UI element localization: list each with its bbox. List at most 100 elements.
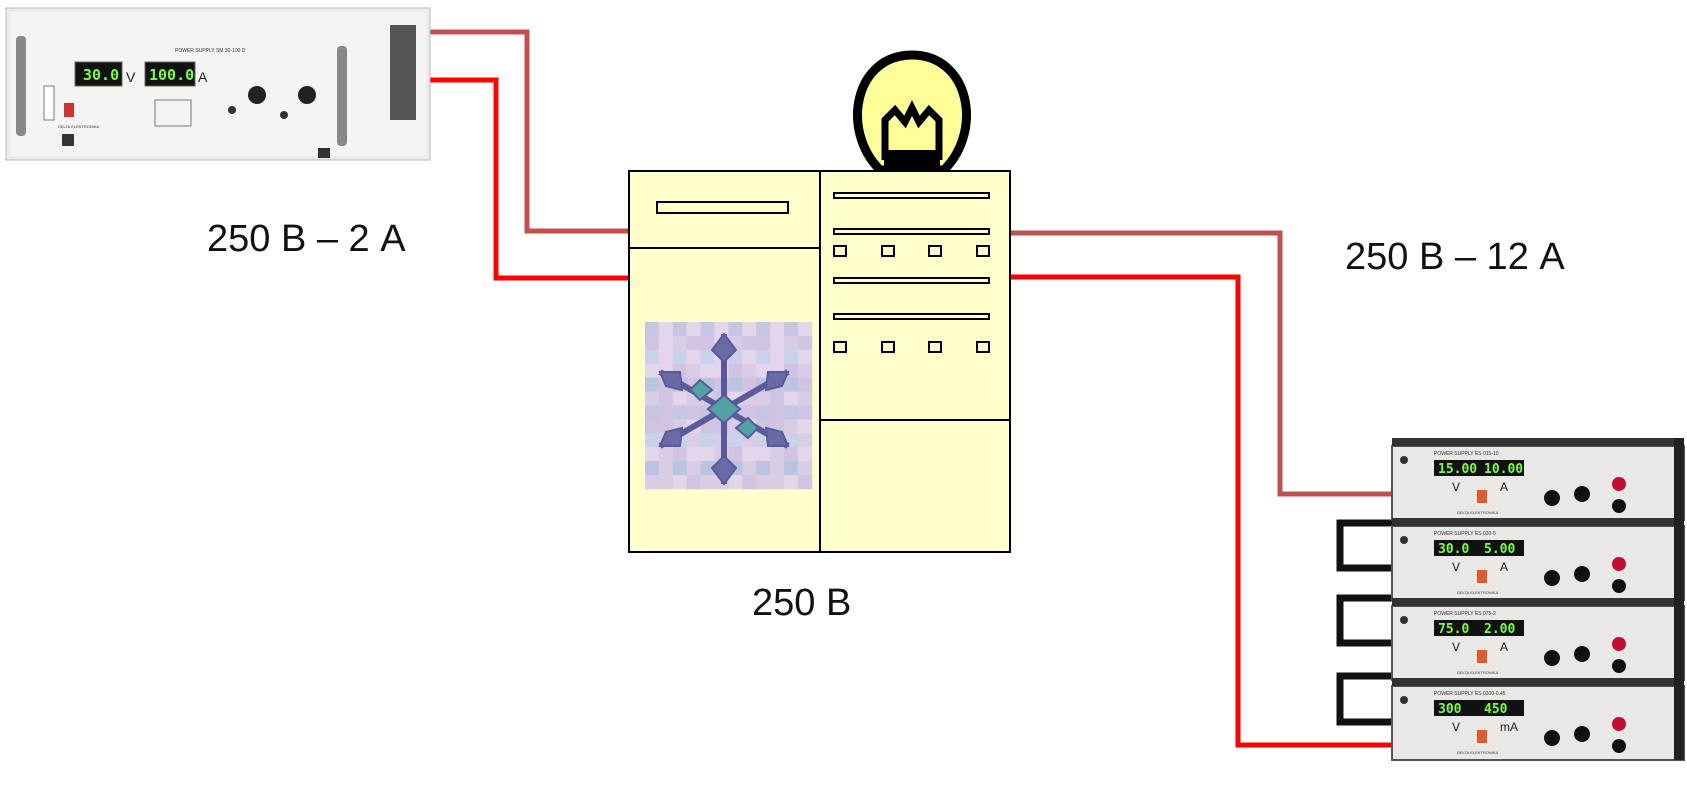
checker-cell <box>742 349 757 365</box>
bench-terminal-red <box>1612 557 1626 571</box>
bench-title: POWER SUPPLY ES 0300-0.45 <box>1434 691 1506 697</box>
electrical-cabinet <box>628 170 1011 553</box>
rack-power-supply: POWER SUPPLY SM 30-100 D 30.0 V 100.0 A … <box>5 7 431 161</box>
bench-voltage-value: 300 <box>1438 702 1462 717</box>
checker-cell <box>797 377 813 392</box>
load-voltage-label: 250 В <box>752 582 852 624</box>
checker-cell <box>645 419 660 434</box>
checker-cell <box>672 349 688 365</box>
bench-current-value: 2.00 <box>1484 622 1515 637</box>
checker-cell <box>797 363 813 379</box>
checker-cell <box>770 474 785 490</box>
checker-cell <box>728 322 743 337</box>
bench-current-unit: mA <box>1500 720 1518 734</box>
jumper-2 <box>1336 594 1400 647</box>
bench-logo <box>1477 570 1487 583</box>
bench-supply-top <box>1392 598 1684 606</box>
checker-cell <box>658 349 674 365</box>
checker-cell <box>645 433 660 448</box>
checker-cell <box>742 461 757 476</box>
bench-logo <box>1477 490 1487 503</box>
checker-cell <box>742 447 757 462</box>
checker-cell <box>742 474 757 490</box>
checker-cell <box>728 474 743 490</box>
bench-supply-front <box>1391 525 1685 601</box>
checker-cell <box>770 461 785 476</box>
right-supply-rating: 250 В – 12 А <box>1345 236 1565 278</box>
checker-cell <box>645 322 660 337</box>
rack-current-display <box>144 61 196 87</box>
bench-power-switch <box>1400 616 1408 624</box>
checker-cell <box>742 377 757 392</box>
checker-cell <box>700 322 715 337</box>
checker-cell <box>700 461 715 476</box>
checker-cell <box>714 322 729 337</box>
bench-display <box>1434 540 1524 556</box>
checker-cell <box>784 391 799 406</box>
rack-voltage-value: 30.0 <box>83 66 119 84</box>
bench-brand: DELTA ELEKTRONIKA <box>1457 750 1499 755</box>
checker-cell <box>770 322 785 337</box>
bench-supply-side <box>1674 598 1684 680</box>
checker-cell <box>784 405 799 420</box>
bench-voltage-value: 75.0 <box>1438 622 1469 637</box>
checker-cell <box>756 322 771 337</box>
bench-title: POWER SUPPLY ES 075-2 <box>1434 611 1496 617</box>
checker-cell <box>645 461 660 476</box>
snowflake-panel <box>645 322 813 490</box>
bench-power-switch <box>1400 536 1408 544</box>
checker-cell <box>742 335 757 351</box>
checker-cell <box>645 363 660 379</box>
checker-cell <box>756 474 771 490</box>
bench-supply-side <box>1674 438 1684 520</box>
checker-cell <box>686 363 702 379</box>
rack-title: POWER SUPPLY SM 30-100 D <box>175 48 246 54</box>
checker-cell <box>770 391 785 406</box>
checker-cell <box>770 335 785 351</box>
checker-cell <box>742 363 757 379</box>
bench-supply-front <box>1391 605 1685 681</box>
bench-supply-top <box>1392 678 1684 686</box>
jumper-1 <box>1336 519 1400 572</box>
checker-cell <box>728 377 743 392</box>
bench-current-value: 450 <box>1484 702 1508 717</box>
checker-cell <box>658 474 674 490</box>
checker-cell <box>658 335 674 351</box>
bench-voltage-unit: V <box>1452 480 1460 494</box>
checker-cell <box>645 474 660 490</box>
checker-cell <box>784 419 799 434</box>
bench-current-value: 10.00 <box>1484 462 1523 477</box>
breaker-switches-row-1 <box>833 245 990 257</box>
rack-current-value: 100.0 <box>149 66 194 84</box>
checker-cell <box>756 447 771 462</box>
checker-cell <box>700 474 715 490</box>
breaker-switches-row-2 <box>833 341 990 353</box>
cabinet-slot <box>656 201 789 214</box>
bench-voltage-value: 30.0 <box>1438 542 1469 557</box>
bench-supply-side <box>1674 518 1684 600</box>
checker-cell <box>797 447 813 462</box>
bench-power-switch <box>1400 696 1408 704</box>
bench-terminal-black <box>1612 659 1626 673</box>
checker-cell <box>672 474 688 490</box>
checker-cell <box>672 335 688 351</box>
rack-knob-2 <box>298 86 316 104</box>
breaker-bar-4 <box>833 313 990 320</box>
checker-cell <box>797 405 813 420</box>
bench-knob <box>1544 650 1560 666</box>
bench-voltage-unit: V <box>1452 560 1460 574</box>
bench-terminal-black <box>1612 499 1626 513</box>
checker-cell <box>756 461 771 476</box>
checker-cell <box>686 335 702 351</box>
bench-knob <box>1574 726 1590 742</box>
checker-cell <box>686 405 702 420</box>
checker-cell <box>686 447 702 462</box>
checker-cell <box>658 461 674 476</box>
bench-supply-front <box>1391 445 1685 521</box>
bench-supply-top <box>1392 518 1684 526</box>
checker-cell <box>797 322 813 337</box>
checker-cell <box>672 322 688 337</box>
